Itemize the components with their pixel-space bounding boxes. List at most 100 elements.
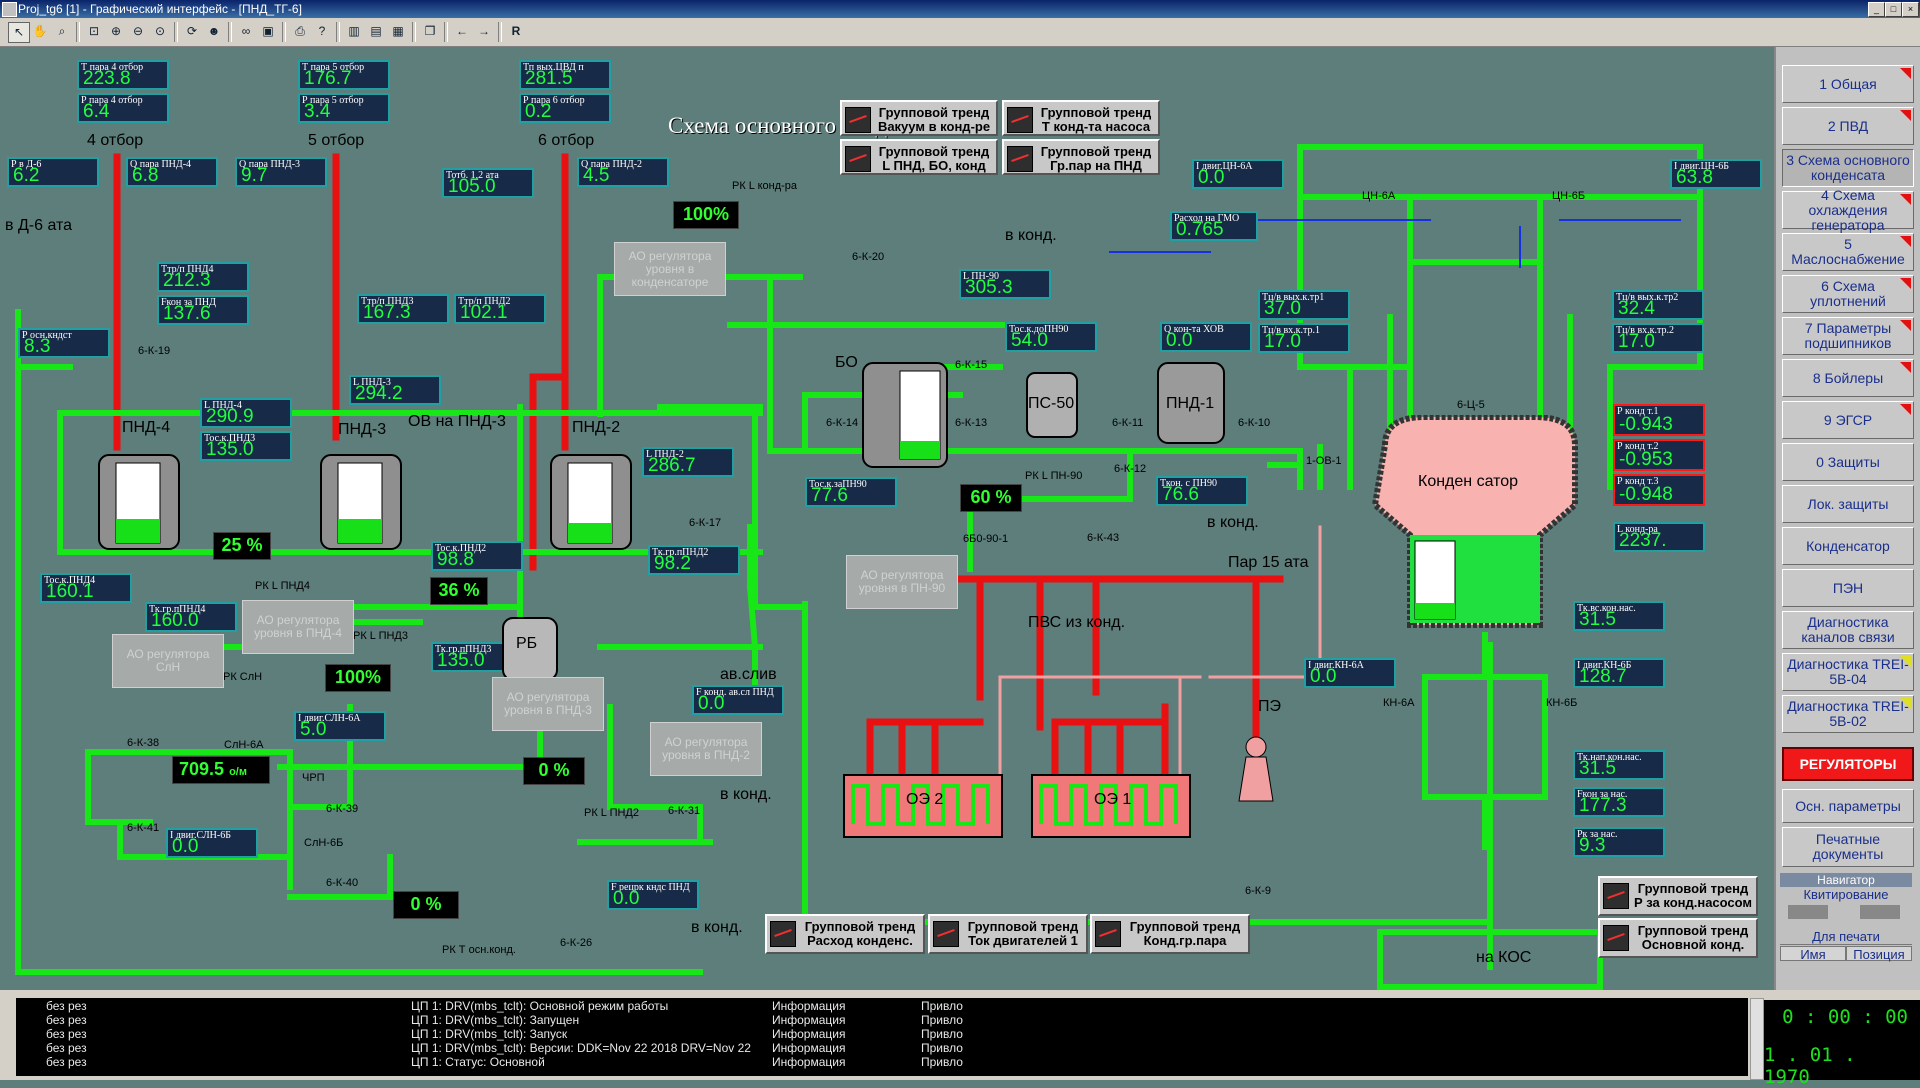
help-icon[interactable]: ? xyxy=(318,24,326,38)
trend-vacuum-button[interactable]: Групповой тренд Вакуум в конд-ре xyxy=(840,100,998,136)
oe2-exchanger[interactable] xyxy=(843,774,1003,840)
trend-motor-current-button[interactable]: Групповой тренд Ток двигателей 1 xyxy=(928,914,1088,954)
rk-l-pnd3-label: РК L ПНД3 xyxy=(353,630,408,642)
layout-2-icon[interactable]: ▤ xyxy=(370,24,382,38)
window-title: Proj_tg6 [1] - Графический интерфейс - [… xyxy=(18,2,302,16)
sidebar-item-kondensat[interactable]: 3 Схема основного конденсата xyxy=(1782,149,1914,187)
par15-label: Пар 15 ата xyxy=(1228,554,1309,571)
maximize-button[interactable]: □ xyxy=(1885,2,1902,17)
forward-icon[interactable]: → xyxy=(478,24,490,38)
sidebar-item-egsr[interactable]: 9 ЭГСР xyxy=(1782,401,1914,439)
col-pos-header[interactable]: Позиция xyxy=(1846,946,1912,962)
ghost-reg-panel[interactable]: АО регулятора уровня в ПНД-2 xyxy=(650,722,762,776)
ghost-reg-panel[interactable]: АО регулятора СлН xyxy=(112,634,224,688)
kvit-left-icon[interactable] xyxy=(1788,905,1828,919)
valve-tag: 6-К-26 xyxy=(560,937,593,949)
col-name-header[interactable]: Имя xyxy=(1780,946,1846,962)
ghost-reg-panel[interactable]: АО регулятора уровня в конденсаторе xyxy=(614,242,726,296)
sidebar-item-diag-kanaly[interactable]: Диагностика каналов связи xyxy=(1782,611,1914,649)
trend-main-cond-button[interactable]: Групповой тренд Основной конд. xyxy=(1598,918,1758,958)
zoom-fit-icon[interactable]: ⊡ xyxy=(88,24,100,38)
ghost-reg-panel[interactable]: АО регулятора уровня в ПНД-3 xyxy=(492,677,604,731)
ps50-vessel[interactable] xyxy=(1024,369,1080,441)
users-icon[interactable]: ☻ xyxy=(207,24,221,38)
sidebar-item-uplotneniya[interactable]: 6 Схема уплотнений xyxy=(1782,275,1914,313)
pnd2-vessel[interactable] xyxy=(548,445,634,557)
r-button[interactable]: R xyxy=(511,24,521,38)
scheme-canvas: Схема основного конденсата Групповой тре… xyxy=(0,47,1774,990)
layout-3-icon[interactable]: ▦ xyxy=(392,24,404,38)
sidebar-item-pen[interactable]: ПЭН xyxy=(1782,569,1914,607)
zoom-100-icon[interactable]: ⊙ xyxy=(154,24,166,38)
window-titlebar: Proj_tg6 [1] - Графический интерфейс - [… xyxy=(0,0,1920,18)
trend-t-pump-button[interactable]: Групповой тренд Т конд-та насоса xyxy=(1002,100,1160,136)
sidebar-item-regulatory[interactable]: РЕГУЛЯТОРЫ xyxy=(1782,747,1914,781)
condenser-vessel[interactable] xyxy=(1365,415,1595,635)
pointer-icon[interactable]: ↖ xyxy=(8,22,30,43)
print-icon[interactable]: ⎙ xyxy=(295,24,305,38)
trend-flow-button[interactable]: Групповой тренд Расход конденс. xyxy=(765,914,925,954)
sidebar-item-kondensator[interactable]: Конденсатор xyxy=(1782,527,1914,565)
ghost-reg-panel[interactable]: АО регулятора уровня в ПНД-4 xyxy=(242,600,354,654)
sidebar-item-obshaya[interactable]: 1 Общая xyxy=(1782,65,1914,103)
valve-tag: 6-К-9 xyxy=(1245,885,1271,897)
close-button[interactable]: × xyxy=(1902,2,1919,17)
zoom-out-icon[interactable]: ⊖ xyxy=(132,24,144,38)
sidebar-item-ohlazhdenie[interactable]: 4 Схема охлаждения генератора xyxy=(1782,187,1914,232)
layout-1-icon[interactable]: ▥ xyxy=(348,24,360,38)
rk-sln-percent: 100% xyxy=(325,664,391,692)
valve-tag: 6-К-43 xyxy=(1087,532,1120,544)
v-kond-label-1: в конд. xyxy=(1005,227,1057,244)
v-kond-label-3: в конд. xyxy=(720,786,772,803)
trend-steam-button[interactable]: Групповой тренд Гр.пар на ПНД xyxy=(1002,139,1160,175)
sidebar-item-zaschity[interactable]: 0 Защиты xyxy=(1782,443,1914,481)
minimize-button[interactable]: _ xyxy=(1868,2,1885,17)
sidebar-item-lok-zaschity[interactable]: Лок. защиты xyxy=(1782,485,1914,523)
ghost-reg-panel[interactable]: АО регулятора уровня в ПН-90 xyxy=(846,555,958,609)
log-scrollbar[interactable] xyxy=(1750,998,1764,1080)
binoculars-icon[interactable]: ∞ xyxy=(241,24,251,38)
sidebar-item-podshipniki[interactable]: 7 Параметры подшипников xyxy=(1782,317,1914,355)
clock-date: 1 . 01 . 1970 xyxy=(1764,1044,1856,1088)
sidebar-item-boilers[interactable]: 8 Бойлеры xyxy=(1782,359,1914,397)
bo-vessel[interactable] xyxy=(860,357,950,475)
rk-t-osn-percent: 0 % xyxy=(393,891,459,919)
sidebar-item-diag-trei04[interactable]: Диагностика TREI-5B-04 xyxy=(1782,653,1914,691)
sidebar-item-osn-param[interactable]: Осн. параметры xyxy=(1782,789,1914,823)
windows-icon[interactable]: ❐ xyxy=(424,24,436,38)
save-icon[interactable]: ▣ xyxy=(262,24,274,38)
refresh-icon[interactable]: ⟳ xyxy=(186,24,198,38)
pnd3-label: ПНД-3 xyxy=(338,421,387,438)
pnd4-vessel[interactable] xyxy=(96,445,182,557)
pe-ejector[interactable] xyxy=(1233,735,1279,805)
trend-p-pump-button[interactable]: Групповой тренд Р за конд.насосом xyxy=(1598,876,1758,916)
oe1-exchanger[interactable] xyxy=(1031,774,1191,840)
back-icon[interactable]: ← xyxy=(456,24,468,38)
sidebar-item-print-docs[interactable]: Печатные документы xyxy=(1782,827,1914,867)
zoom-icon[interactable]: ⌕ xyxy=(58,24,66,38)
value-box: Рк за нас.9.3 xyxy=(1573,827,1665,857)
pnd1-vessel[interactable] xyxy=(1155,359,1227,449)
sidebar-item-maslo[interactable]: 5 Маслоснабжение xyxy=(1782,233,1914,271)
zoom-in-icon[interactable]: ⊕ xyxy=(110,24,122,38)
sidebar-item-diag-trei02[interactable]: Диагностика TREI-5B-02 xyxy=(1782,695,1914,733)
trend-levels-button[interactable]: Групповой тренд L ПНД, БО, конд xyxy=(840,139,998,175)
value-box: Fкон за нас.177.3 xyxy=(1573,787,1665,817)
sidebar-item-pvd[interactable]: 2 ПВД xyxy=(1782,107,1914,145)
kvit-right-icon[interactable] xyxy=(1860,905,1900,919)
otb4-label: 4 отбор xyxy=(87,132,144,149)
na-kos-label: на КОС xyxy=(1476,949,1532,966)
speed-display: 709.5 о/м xyxy=(172,756,270,784)
trend-cond-steam-button[interactable]: Групповой тренд Конд.гр.пара xyxy=(1090,914,1250,954)
pnd3-vessel[interactable] xyxy=(318,445,404,557)
hand-icon[interactable]: ✋ xyxy=(32,24,48,38)
valve-tag: 6-К-10 xyxy=(1238,417,1271,429)
value-box: Тк.нап.кон.нас.31.5 xyxy=(1573,750,1665,780)
